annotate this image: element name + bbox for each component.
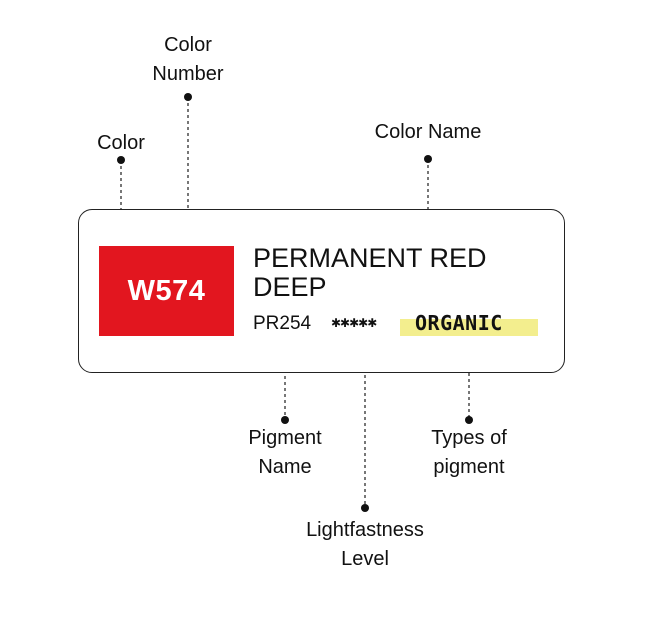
dot-color-name — [424, 155, 432, 163]
callout-pigment-name-line1: Pigment — [248, 427, 322, 449]
callout-lightfastness: Lightfastness Level — [280, 516, 450, 574]
callout-color-number-line2: Number — [152, 63, 224, 85]
callout-color-name: Color Name — [353, 118, 503, 147]
callout-lightfastness-line2: Level — [341, 548, 389, 570]
callout-types-of-pigment-line2: pigment — [433, 456, 505, 478]
color-number: W574 — [127, 274, 206, 307]
dot-color — [117, 156, 125, 164]
callout-pigment-name-line2: Name — [258, 456, 312, 478]
dot-pigment-name — [281, 416, 289, 424]
callout-color-number-line1: Color — [164, 34, 212, 56]
callout-color: Color — [86, 129, 156, 158]
dot-types-of-pigment — [465, 416, 473, 424]
pigment-name: PR254 — [253, 313, 312, 334]
callout-pigment-name: Pigment Name — [230, 424, 340, 482]
lightfastness-stars-icon: ✱✱✱✱✱ — [331, 316, 377, 330]
callout-types-of-pigment-line1: Types of — [431, 427, 507, 449]
pigment-type-highlight — [400, 319, 538, 336]
dot-color-number — [184, 93, 192, 101]
callout-color-text: Color — [97, 132, 145, 154]
pigment-type: ORGANIC — [415, 311, 503, 335]
callout-color-number: Color Number — [133, 31, 243, 89]
color-name: PERMANENT RED DEEP — [253, 243, 487, 302]
dot-lightfastness — [361, 504, 369, 512]
callout-color-name-text: Color Name — [374, 121, 482, 143]
callout-types-of-pigment: Types of pigment — [409, 424, 529, 482]
callout-lightfastness-line1: Lightfastness — [306, 519, 424, 541]
color-swatch: W574 — [99, 246, 234, 336]
